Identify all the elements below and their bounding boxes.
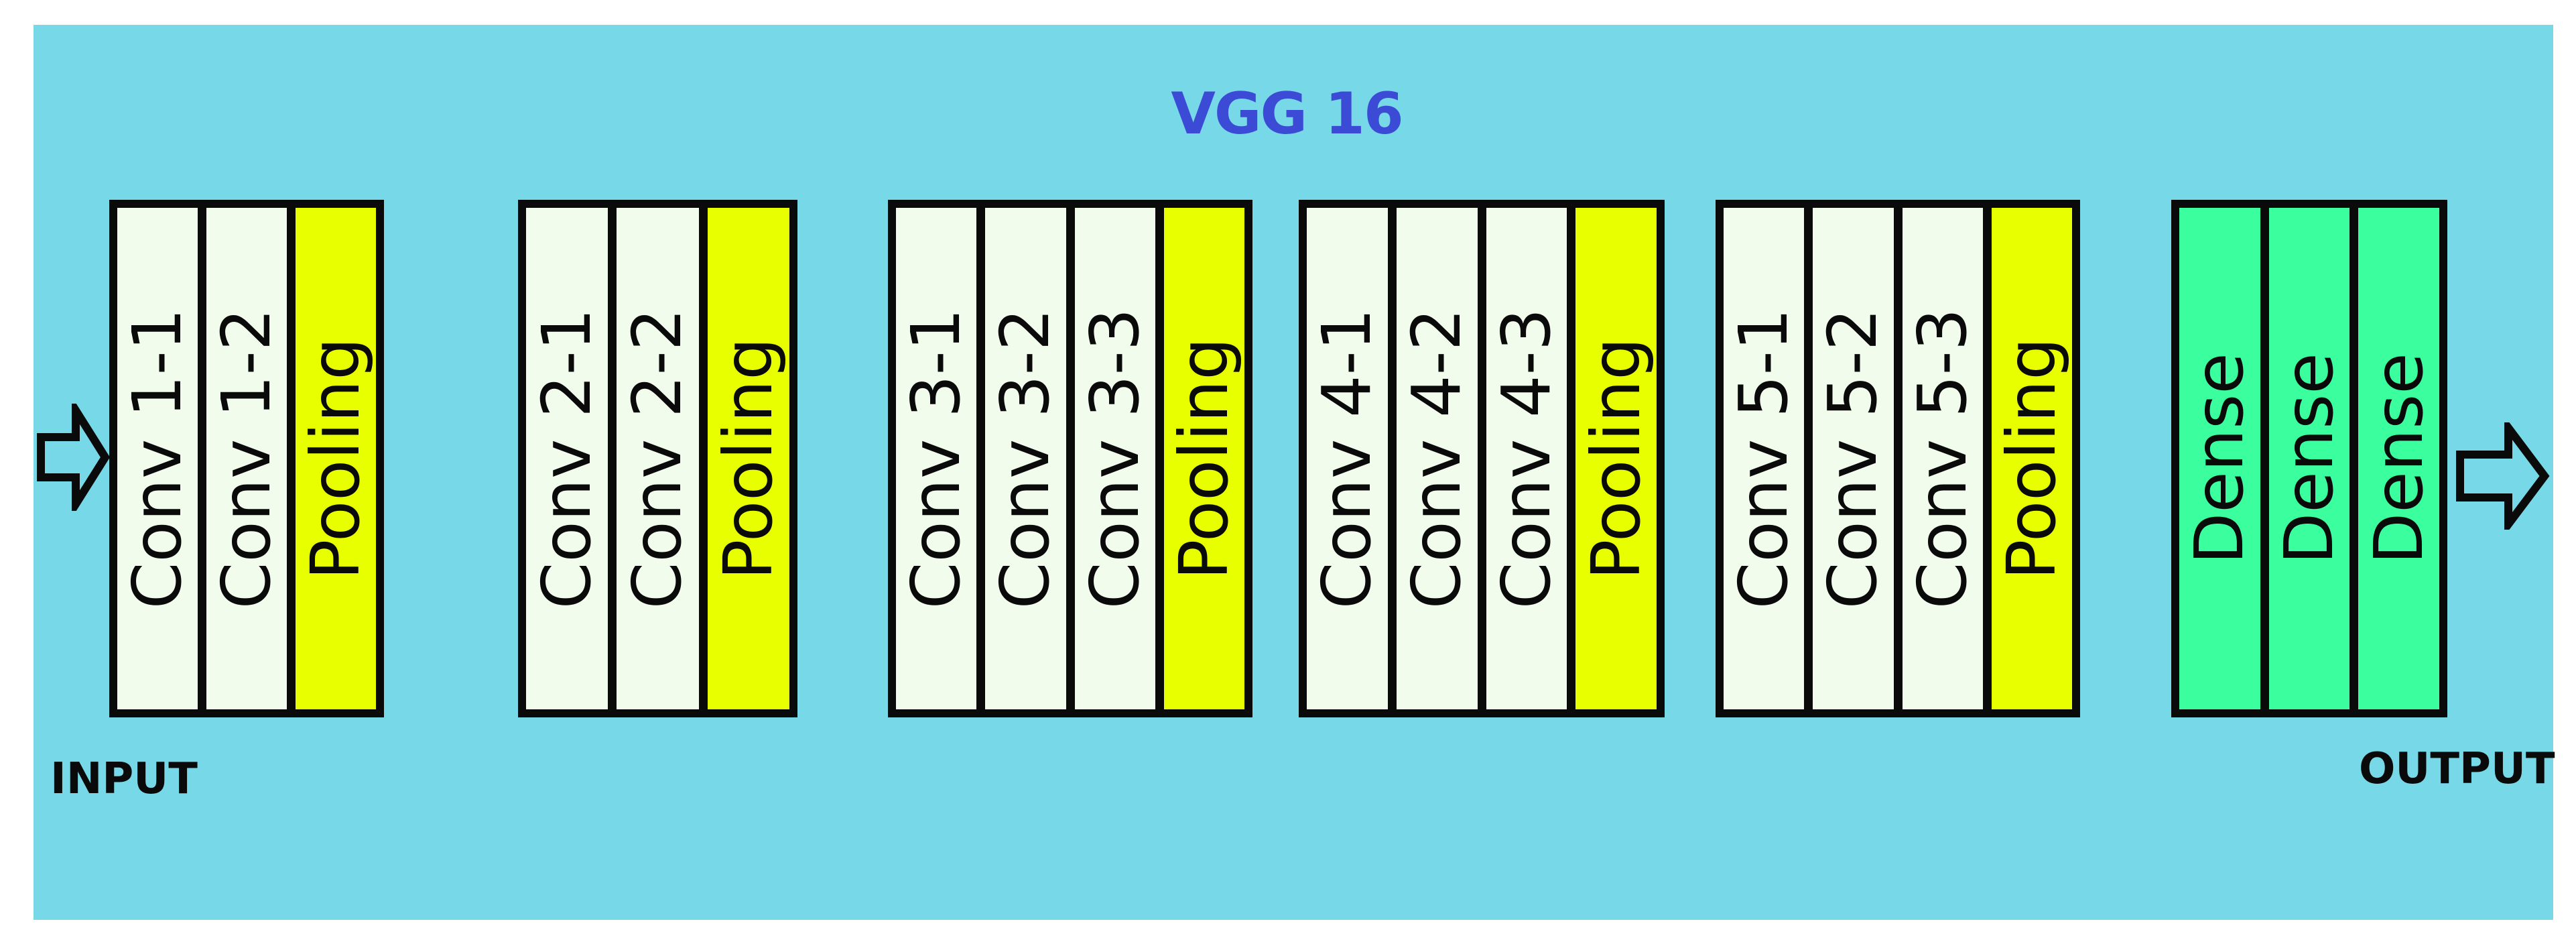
layer-dense: Dense bbox=[2179, 208, 2260, 709]
layer-label: Conv 4-2 bbox=[1397, 308, 1476, 609]
block-1: Conv 1-1 Conv 1-2 Pooling bbox=[109, 200, 384, 717]
layer-conv: Conv 4-2 bbox=[1396, 208, 1478, 709]
layer-label: Conv 2-2 bbox=[618, 308, 697, 609]
block-2: Conv 2-1 Conv 2-2 Pooling bbox=[518, 200, 797, 717]
output-arrow-icon bbox=[2456, 422, 2550, 530]
layer-pooling: Pooling bbox=[1575, 208, 1657, 709]
layer-label: Conv 5-1 bbox=[1724, 308, 1803, 609]
layer-label: Pooling bbox=[1164, 337, 1243, 580]
layer-label: Conv 4-1 bbox=[1307, 308, 1387, 609]
layer-conv: Conv 3-3 bbox=[1074, 208, 1155, 709]
output-label: OUTPUT bbox=[2359, 744, 2555, 794]
layer-label: Dense bbox=[2270, 353, 2348, 565]
layer-conv: Conv 5-3 bbox=[1902, 208, 1983, 709]
layer-conv: Conv 1-2 bbox=[206, 208, 287, 709]
layer-label: Dense bbox=[2180, 353, 2259, 565]
layer-label: Conv 3-3 bbox=[1075, 308, 1154, 609]
layer-pooling: Pooling bbox=[1991, 208, 2072, 709]
layer-label: Conv 5-2 bbox=[1813, 308, 1892, 609]
layer-label: Dense bbox=[2359, 353, 2438, 565]
input-label: INPUT bbox=[50, 754, 198, 804]
layer-label: Conv 1-1 bbox=[118, 308, 196, 609]
layer-conv: Conv 4-3 bbox=[1486, 208, 1567, 709]
layer-dense: Dense bbox=[2268, 208, 2350, 709]
layer-pooling: Pooling bbox=[296, 208, 376, 709]
diagram-background bbox=[34, 25, 2553, 920]
layer-label: Pooling bbox=[296, 337, 375, 580]
layer-label: Pooling bbox=[1576, 337, 1655, 580]
layer-conv: Conv 2-1 bbox=[526, 208, 608, 709]
layer-label: Conv 2-1 bbox=[527, 308, 606, 609]
layer-conv: Conv 2-2 bbox=[617, 208, 699, 709]
block-4: Conv 4-1 Conv 4-2 Conv 4-3 Pooling bbox=[1299, 200, 1665, 717]
block-5: Conv 5-1 Conv 5-2 Conv 5-3 Pooling bbox=[1716, 200, 2080, 717]
block-dense: Dense Dense Dense bbox=[2171, 200, 2447, 717]
layer-label: Pooling bbox=[708, 337, 787, 580]
layer-dense: Dense bbox=[2358, 208, 2440, 709]
layer-conv: Conv 5-1 bbox=[1724, 208, 1805, 709]
block-3: Conv 3-1 Conv 3-2 Conv 3-3 Pooling bbox=[888, 200, 1252, 717]
layer-conv: Conv 4-1 bbox=[1307, 208, 1388, 709]
input-arrow-icon bbox=[37, 404, 111, 511]
layer-pooling: Pooling bbox=[1163, 208, 1244, 709]
layer-label: Conv 1-2 bbox=[207, 308, 285, 609]
layer-pooling: Pooling bbox=[707, 208, 789, 709]
layer-conv: Conv 5-2 bbox=[1813, 208, 1894, 709]
layer-label: Conv 3-2 bbox=[986, 308, 1065, 609]
layer-label: Conv 4-3 bbox=[1486, 308, 1565, 609]
layer-label: Conv 5-3 bbox=[1903, 308, 1982, 609]
layer-conv: Conv 3-2 bbox=[985, 208, 1066, 709]
layer-conv: Conv 1-1 bbox=[117, 208, 198, 709]
layer-conv: Conv 3-1 bbox=[896, 208, 977, 709]
layer-label: Conv 3-1 bbox=[897, 308, 976, 609]
layer-label: Pooling bbox=[1992, 337, 2071, 580]
diagram-title: VGG 16 bbox=[1171, 80, 1403, 148]
